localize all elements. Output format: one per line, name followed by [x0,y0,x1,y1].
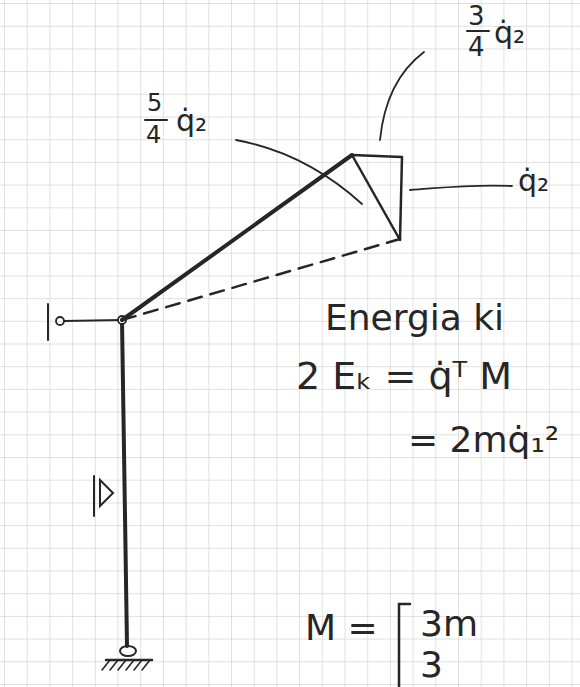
slider-triangle [100,480,113,506]
velocity-label: q̇₂ [518,164,549,197]
fraction-bar [145,119,167,121]
slider-line [93,476,95,516]
link-hinge [56,317,64,325]
fraction-numerator: 3 [468,2,485,31]
ground-hatch [102,660,150,670]
leader-line [236,140,362,204]
fraction-denominator: 4 [146,122,161,148]
fraction-denominator: 4 [468,33,485,62]
matrix-entry: 3m [420,604,478,644]
column-member [122,320,127,646]
ground-line [106,659,152,662]
link-bar [64,320,122,321]
wall-line [47,304,49,340]
inclined-member [122,155,352,320]
leader-line [380,52,424,140]
velocity-label: q̇₂ [494,16,525,49]
velocity-label: q̇₂ [176,104,207,137]
equation-text: Energia ki [325,298,504,338]
pin-support [120,646,136,656]
leader-line [410,185,512,190]
matrix-bracket [399,604,410,687]
equation-text: 2 Eₖ = q̇ᵀ M [296,356,512,398]
velocity-triangle [352,155,402,240]
equation-text: = 2mq̇₁² [408,420,559,460]
fraction-numerator: 5 [147,90,162,116]
equation-text: M = [305,608,378,648]
matrix-entry: 3 [420,645,443,685]
